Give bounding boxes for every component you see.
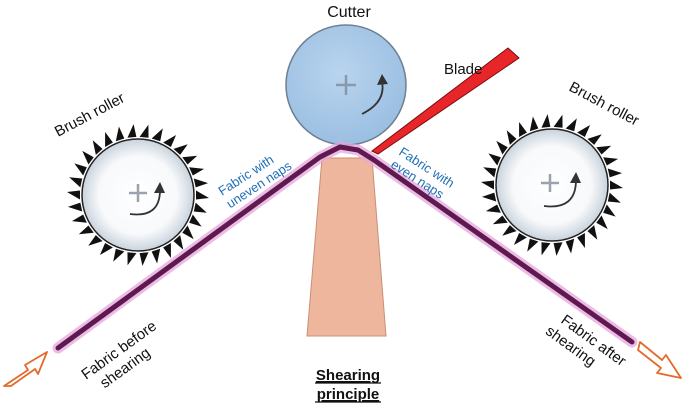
roller-right-rotation-arrow-icon bbox=[543, 179, 577, 208]
bristle bbox=[553, 242, 563, 256]
bristle bbox=[603, 204, 616, 217]
bristle bbox=[481, 180, 494, 190]
bristle bbox=[519, 122, 527, 138]
roller-right-arrow-head-icon bbox=[570, 172, 581, 183]
brush-bristles-left bbox=[67, 124, 209, 266]
input-arrow-icon bbox=[3, 351, 48, 387]
bristle bbox=[596, 215, 608, 230]
bristle bbox=[71, 214, 87, 223]
bristle bbox=[481, 192, 497, 202]
bristle bbox=[189, 214, 202, 227]
bristle bbox=[502, 225, 517, 236]
blade bbox=[371, 47, 520, 155]
bristle bbox=[69, 177, 83, 188]
bristle bbox=[610, 180, 623, 190]
bristle bbox=[105, 132, 113, 148]
output-arrow-icon bbox=[637, 341, 682, 379]
brush-roller-right-label: Brush roller bbox=[566, 79, 642, 130]
bristle bbox=[115, 126, 125, 142]
cutter-arrow-head-icon bbox=[377, 74, 388, 85]
bristle bbox=[173, 235, 184, 250]
bristle bbox=[488, 153, 501, 166]
diagram-title-line2: principle bbox=[317, 386, 380, 403]
bristle bbox=[193, 202, 207, 213]
bristle bbox=[113, 248, 125, 262]
bristle bbox=[565, 238, 575, 254]
bristle bbox=[127, 124, 137, 138]
bristle bbox=[74, 163, 87, 176]
roller-left-plus-icon bbox=[129, 184, 147, 202]
blade-label: Blade bbox=[444, 61, 482, 78]
bristle bbox=[163, 135, 177, 148]
cutter-rotation-arrow-icon bbox=[361, 81, 384, 115]
bristle bbox=[541, 242, 551, 256]
bristle bbox=[496, 140, 508, 155]
bristle bbox=[587, 225, 598, 240]
bristle bbox=[88, 235, 103, 246]
bristle bbox=[529, 116, 539, 132]
cutter bbox=[285, 24, 407, 146]
bristle bbox=[607, 168, 623, 178]
bristle bbox=[607, 192, 621, 203]
bristle bbox=[139, 124, 149, 138]
bristle bbox=[577, 125, 591, 138]
bristle bbox=[173, 144, 188, 155]
bristle bbox=[541, 114, 551, 128]
bristle bbox=[587, 134, 602, 145]
bristle bbox=[485, 204, 501, 213]
bristle bbox=[603, 157, 619, 166]
support-block bbox=[306, 157, 387, 337]
bristle bbox=[513, 232, 527, 245]
cutter-center-plus-icon bbox=[336, 75, 356, 95]
bristle bbox=[151, 128, 163, 142]
brush-roller-left-label: Brush roller bbox=[52, 90, 128, 141]
bristle bbox=[596, 145, 612, 155]
bristle bbox=[506, 130, 517, 145]
roller-right-plus-icon bbox=[541, 174, 559, 192]
bristle bbox=[189, 167, 205, 176]
bristle bbox=[182, 225, 194, 240]
bristle bbox=[67, 202, 83, 212]
bristle bbox=[577, 232, 585, 248]
roller-left-arrow-head-icon bbox=[154, 182, 165, 193]
diagram-title-line1: Shearing bbox=[316, 367, 380, 384]
bristle bbox=[182, 155, 198, 165]
bristle bbox=[78, 225, 94, 235]
bristle bbox=[492, 215, 508, 225]
brush-bristles-right bbox=[481, 114, 623, 256]
bristle bbox=[483, 167, 497, 178]
bristle bbox=[553, 114, 563, 128]
bristle bbox=[151, 248, 161, 264]
cutter-label: Cutter bbox=[327, 4, 371, 21]
bristle bbox=[193, 178, 209, 188]
bristle bbox=[196, 190, 209, 200]
fabric-path bbox=[52, 141, 638, 354]
bristle bbox=[163, 242, 171, 258]
roller-left-rotation-arrow-icon bbox=[129, 189, 161, 216]
bristle bbox=[92, 140, 103, 155]
bristle bbox=[565, 118, 577, 132]
brush-roller-right bbox=[481, 114, 623, 256]
bristle bbox=[527, 238, 539, 252]
brush-roller-left bbox=[67, 124, 209, 266]
bristle bbox=[127, 252, 137, 266]
bristle bbox=[82, 150, 94, 165]
bristle bbox=[67, 190, 80, 200]
bristle bbox=[139, 252, 149, 266]
bristle bbox=[99, 242, 113, 255]
